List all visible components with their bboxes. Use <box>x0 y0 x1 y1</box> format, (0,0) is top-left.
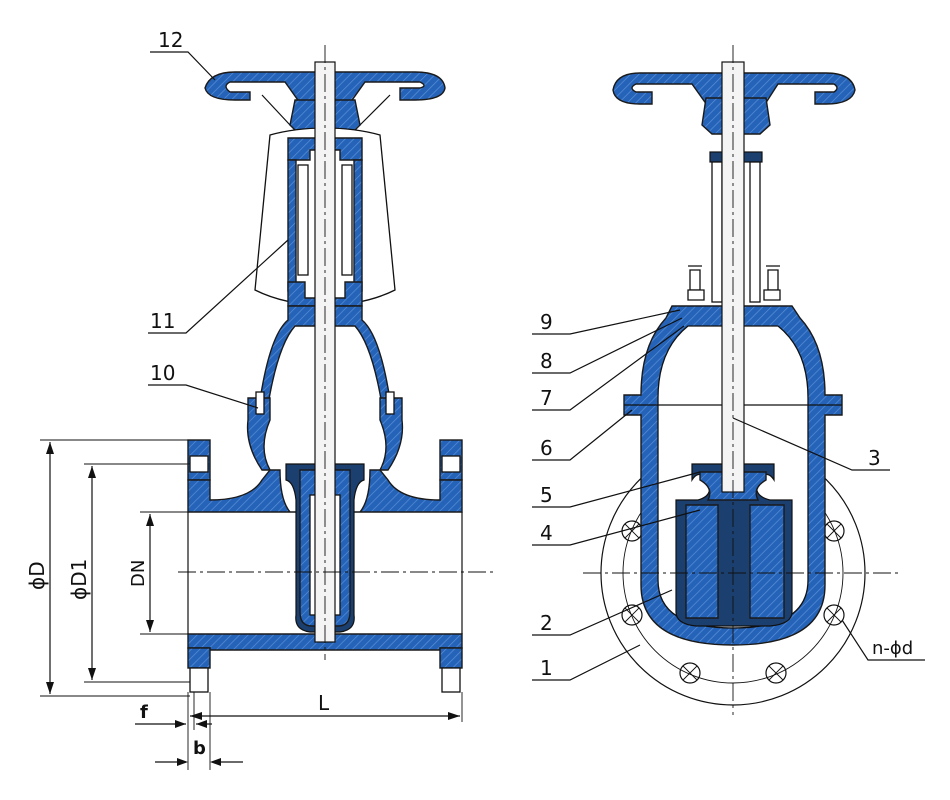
dim-f: f <box>140 702 148 723</box>
bolt-holes-label: n-ϕd <box>872 638 913 659</box>
callout-12: 12 <box>158 28 183 52</box>
callout-4: 4 <box>540 521 553 545</box>
left-sectional-view <box>178 45 495 693</box>
callout-7: 7 <box>540 386 553 410</box>
callout-8: 8 <box>540 349 553 373</box>
callout-10: 10 <box>150 361 175 385</box>
callout-2: 2 <box>540 611 553 635</box>
dim-phi-d1: ϕD1 <box>67 559 91 600</box>
dim-dn: DN <box>128 560 149 587</box>
dim-b: b <box>193 738 206 759</box>
callout-3: 3 <box>868 446 881 470</box>
callout-1: 1 <box>540 656 553 680</box>
callout-11: 11 <box>150 309 175 333</box>
dimension-lines <box>40 439 463 770</box>
callout-9: 9 <box>540 310 553 334</box>
gate-right <box>675 463 793 627</box>
right-sectional-view <box>583 45 900 715</box>
bonnet-left <box>246 305 404 471</box>
dim-phi-d: ϕD <box>25 561 49 590</box>
callout-6: 6 <box>540 436 553 460</box>
callout-5: 5 <box>540 483 553 507</box>
callout-leaders <box>148 51 925 681</box>
callout-labels: 12 11 10 9 8 7 6 5 4 3 2 1 n-ϕd <box>150 28 913 680</box>
dimension-labels: ϕD ϕD1 DN L f b <box>25 559 330 759</box>
dim-length: L <box>318 691 330 715</box>
